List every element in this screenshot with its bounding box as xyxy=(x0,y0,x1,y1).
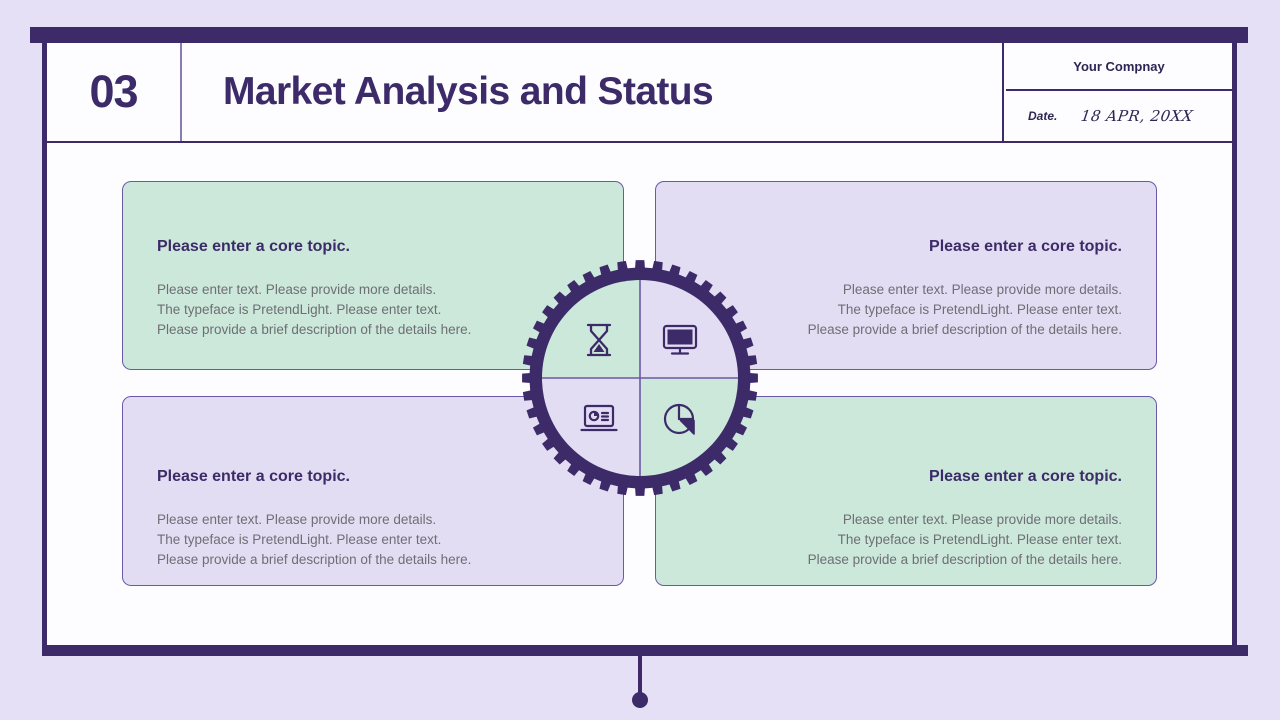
page-title: Market Analysis and Status xyxy=(223,70,714,113)
gear-tooth xyxy=(699,462,713,476)
gear-tooth xyxy=(724,305,738,319)
card-heading: Please enter a core topic. xyxy=(929,468,1122,485)
card-body-line: Please enter text. Please provide more d… xyxy=(157,282,437,297)
gear-tooth xyxy=(712,450,727,465)
bottom-accent-bar xyxy=(42,645,1248,656)
section-number: 03 xyxy=(89,66,138,117)
card-body-line: Please provide a brief description of th… xyxy=(807,552,1122,567)
card-heading: Please enter a core topic. xyxy=(157,468,350,485)
left-accent-rule xyxy=(42,37,47,652)
topic-card-top-right[interactable]: Please enter a core topic. Please enter … xyxy=(655,181,1157,370)
gear-tooth xyxy=(724,437,738,451)
card-body: Please enter text. Please provide more d… xyxy=(690,280,1122,340)
page-title-cell: Market Analysis and Status xyxy=(184,43,1004,141)
company-name: Your Compnay xyxy=(1073,58,1165,74)
card-body-line: The typeface is PretendLight. Please ent… xyxy=(157,532,442,547)
gear-tooth xyxy=(542,305,556,319)
card-body-line: The typeface is PretendLight. Please ent… xyxy=(837,302,1122,317)
gear-tooth xyxy=(553,450,568,465)
gear-outer-ring xyxy=(529,267,751,489)
card-heading: Please enter a core topic. xyxy=(929,238,1122,255)
right-accent-rule xyxy=(1232,37,1237,652)
gear-quadrants xyxy=(542,280,738,476)
card-body: Please enter text. Please provide more d… xyxy=(690,510,1122,570)
top-accent-bar xyxy=(30,27,1248,43)
date-label: Date. xyxy=(1028,109,1058,123)
gear-tooth xyxy=(553,291,568,306)
gear-tooth xyxy=(699,280,713,294)
slide-header: 03 Market Analysis and Status Your Compn… xyxy=(47,43,1232,143)
gear-tooth xyxy=(542,437,556,451)
card-body-line: Please provide a brief description of th… xyxy=(157,322,472,337)
card-body: Please enter text. Please provide more d… xyxy=(157,280,589,340)
company-row: Your Compnay xyxy=(1006,43,1232,91)
card-body-line: The typeface is PretendLight. Please ent… xyxy=(157,302,442,317)
card-body-line: The typeface is PretendLight. Please ent… xyxy=(837,532,1122,547)
header-meta-cell: Your Compnay Date. 18 APR, 20XX xyxy=(1006,43,1232,141)
drop-connector-line xyxy=(638,650,642,698)
gear-tooth xyxy=(567,280,581,294)
card-body-line: Please provide a brief description of th… xyxy=(807,322,1122,337)
gear-tooth xyxy=(567,462,581,476)
date-value: 18 APR, 20XX xyxy=(1080,107,1195,125)
card-body-line: Please enter text. Please provide more d… xyxy=(842,282,1122,297)
drop-connector-dot xyxy=(632,692,648,708)
card-body-line: Please enter text. Please provide more d… xyxy=(157,512,437,527)
gear-tooth xyxy=(712,291,727,306)
card-heading: Please enter a core topic. xyxy=(157,238,350,255)
gear-svg xyxy=(522,260,758,496)
date-row: Date. 18 APR, 20XX xyxy=(1006,91,1232,141)
card-body: Please enter text. Please provide more d… xyxy=(157,510,589,570)
center-gear-graphic xyxy=(520,258,760,498)
card-body-line: Please provide a brief description of th… xyxy=(157,552,472,567)
card-body-line: Please enter text. Please provide more d… xyxy=(842,512,1122,527)
section-number-cell: 03 xyxy=(47,43,182,141)
